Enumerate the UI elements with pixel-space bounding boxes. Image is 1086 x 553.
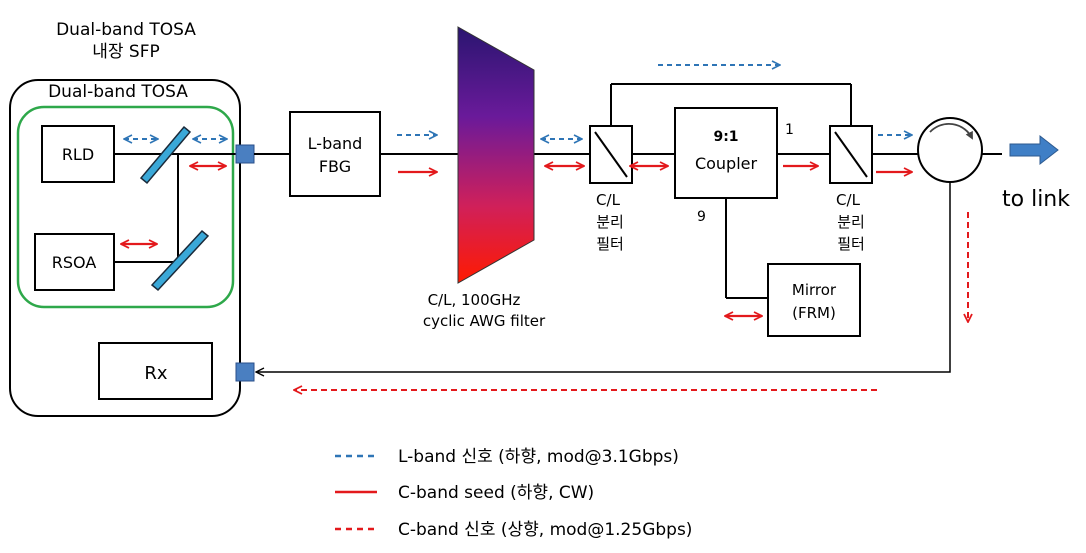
sfp-title-line1: Dual-band TOSA: [56, 20, 196, 40]
faraday-rotator-mirror: Mirror (FRM): [767, 263, 861, 337]
filter2-label-line1: C/L: [836, 191, 861, 209]
tosa-block: Dual-band TOSA: [16, 82, 235, 309]
optical-circulator: [917, 117, 983, 183]
fbg-label-line1: L-band: [308, 134, 363, 153]
coupler-port-9: 9: [697, 209, 706, 225]
to-link-arrow: to link: [1002, 134, 1070, 212]
awg-label-line2: cyclic AWG filter: [423, 312, 546, 330]
l-band-signal-arrows: [124, 65, 912, 139]
filter2-label-line3: 필터: [837, 235, 865, 253]
rld-label: RLD: [62, 145, 94, 164]
filter2-label-line2: 분리: [837, 213, 865, 231]
rx-receiver: Rx: [98, 342, 213, 400]
mirror-label-line2: (FRM): [792, 304, 836, 322]
rld-laser: RLD: [41, 125, 115, 183]
c-band-upstream-arrows: [294, 212, 968, 390]
return-fiber-path: [256, 181, 951, 372]
filter1-label-line1: C/L: [596, 191, 621, 209]
mirror-lower: [150, 229, 210, 292]
sfp-rx-port: [235, 362, 255, 382]
mirror-upper: [139, 125, 192, 185]
tosa-label: Dual-band TOSA: [48, 82, 188, 102]
cl-separation-filter-1: C/L 분리 필터: [589, 125, 633, 253]
legend-label-c-band-seed: C-band seed (하향, CW): [398, 483, 594, 503]
coupler-label: Coupler: [695, 154, 758, 173]
to-link-label: to link: [1002, 187, 1070, 212]
sfp-tx-port: [235, 144, 255, 164]
filter1-label-line2: 분리: [596, 213, 624, 231]
legend-label-c-band-upstream: C-band 신호 (상향, mod@1.25Gbps): [398, 520, 692, 540]
main-fiber-path: [254, 83, 1002, 299]
c-band-seed-arrows: [121, 166, 912, 316]
coupler-9-1: 9:1 Coupler 1 9: [674, 107, 794, 225]
filter1-label-line3: 필터: [596, 235, 624, 253]
cyclic-awg-filter: C/L, 100GHz cyclic AWG filter: [423, 26, 546, 330]
legend: L-band 신호 (하향, mod@3.1Gbps) C-band seed …: [335, 447, 692, 540]
rsoa-amplifier: RSOA: [34, 233, 115, 291]
tosa-internal-paths: [114, 153, 245, 263]
coupler-ratio: 9:1: [713, 129, 738, 145]
fbg-label-line2: FBG: [319, 157, 351, 176]
l-band-fbg: L-band FBG: [289, 111, 381, 197]
mirror-label-line1: Mirror: [792, 281, 837, 299]
legend-item-c-band-upstream: C-band 신호 (상향, mod@1.25Gbps): [335, 520, 692, 540]
legend-item-c-band-seed: C-band seed (하향, CW): [335, 483, 594, 503]
legend-label-l-band: L-band 신호 (하향, mod@3.1Gbps): [398, 447, 679, 467]
rx-label: Rx: [144, 363, 168, 384]
rsoa-label: RSOA: [52, 253, 97, 272]
legend-item-l-band: L-band 신호 (하향, mod@3.1Gbps): [335, 447, 679, 467]
sfp-title-line2: 내장 SFP: [92, 42, 160, 62]
coupler-port-1: 1: [785, 122, 794, 138]
awg-label-line1: C/L, 100GHz: [428, 291, 521, 309]
cl-separation-filter-2: C/L 분리 필터: [829, 125, 873, 253]
